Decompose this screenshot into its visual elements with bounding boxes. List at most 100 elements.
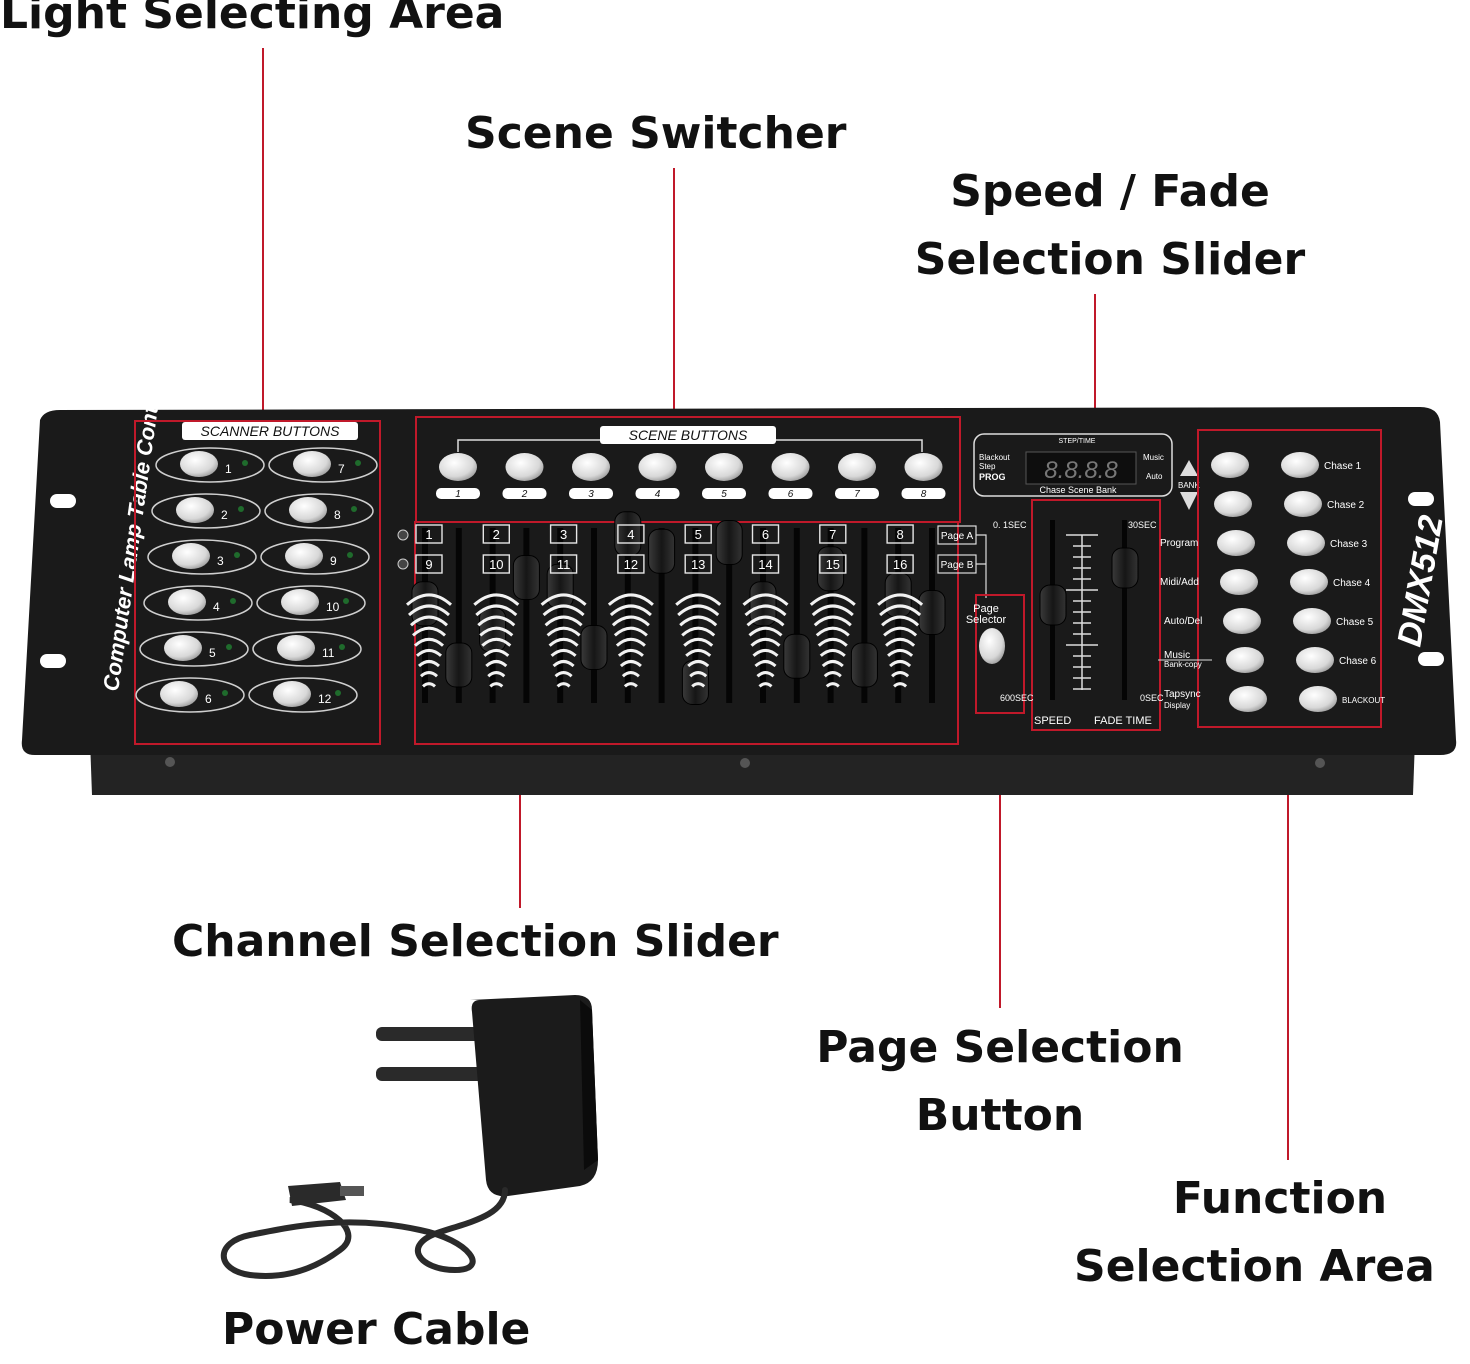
channel-fader-knob-10[interactable] bbox=[715, 520, 743, 565]
adapter-body bbox=[470, 995, 598, 1197]
fader-scale-arc bbox=[546, 626, 581, 637]
page-selector-section: Page Selector bbox=[966, 594, 1025, 714]
function-left-button[interactable] bbox=[1223, 608, 1261, 634]
mount-slot-left-top bbox=[50, 494, 76, 508]
fade-fader-knob[interactable] bbox=[1111, 547, 1139, 589]
scanner-button-6[interactable] bbox=[160, 681, 198, 707]
function-right-button[interactable] bbox=[1299, 686, 1337, 712]
display-left-3: PROG bbox=[979, 472, 1006, 482]
fader-scale-arc bbox=[413, 637, 445, 647]
scene-button-6[interactable] bbox=[771, 453, 810, 481]
fader-scale-arc bbox=[746, 615, 785, 627]
page-selector-button[interactable] bbox=[979, 628, 1005, 664]
channel-fader-knob-6[interactable] bbox=[580, 625, 608, 670]
fader-scale-arc bbox=[881, 615, 920, 627]
channel-number: 6 bbox=[762, 527, 769, 542]
bank-up-icon[interactable] bbox=[1180, 460, 1198, 476]
channel-fader-knob-8[interactable] bbox=[648, 528, 676, 574]
scene-button-8[interactable] bbox=[904, 453, 943, 481]
scanner-button-8[interactable] bbox=[289, 497, 327, 523]
label-speed-fade-line1: Speed / Fade bbox=[950, 166, 1270, 217]
channel-fader-knob-16[interactable] bbox=[918, 590, 946, 635]
scanner-button-9[interactable] bbox=[285, 543, 323, 569]
scanner-button-12[interactable] bbox=[273, 681, 311, 707]
scene-button-1[interactable] bbox=[439, 453, 477, 481]
channel-fader-knob-1[interactable] bbox=[411, 581, 439, 627]
fader-scale-arc bbox=[681, 626, 716, 637]
fader-scale-arc bbox=[887, 648, 914, 657]
function-left-labels: ProgramMidi/AddAuto/DelMusicBank-copyTap… bbox=[1158, 538, 1212, 710]
scene-button-number: 4 bbox=[655, 489, 661, 500]
scene-button-5[interactable] bbox=[705, 453, 743, 481]
page-selector-highlight bbox=[975, 594, 1025, 714]
scene-number-plate bbox=[835, 488, 879, 499]
channel-fader-knob-11[interactable] bbox=[749, 581, 777, 627]
function-left-button[interactable] bbox=[1220, 569, 1258, 595]
adapter-prong-top bbox=[376, 1027, 494, 1041]
scanner-button-10[interactable] bbox=[281, 589, 319, 615]
scanner-button-number: 2 bbox=[221, 508, 228, 522]
scene-button-3[interactable] bbox=[572, 453, 610, 481]
scanner-button-ring bbox=[143, 585, 253, 621]
function-right-button[interactable] bbox=[1293, 608, 1331, 634]
screw-middle bbox=[740, 758, 750, 768]
display-digits: 8.8.8.8 bbox=[1044, 457, 1118, 484]
fader-scale-arc bbox=[742, 593, 789, 606]
scanner-button-ring bbox=[135, 677, 245, 713]
fader-scale-arc bbox=[415, 648, 443, 657]
speed-fader-knob[interactable] bbox=[1039, 584, 1067, 626]
display-frame bbox=[973, 433, 1173, 497]
fader-scale-arc bbox=[813, 615, 852, 627]
channel-fader-knob-13[interactable] bbox=[817, 546, 845, 592]
scanner-button-1[interactable] bbox=[180, 451, 218, 477]
function-left-button[interactable] bbox=[1226, 647, 1264, 673]
function-left-button[interactable] bbox=[1214, 491, 1252, 517]
scene-number-plate bbox=[635, 488, 680, 499]
scanner-button-4[interactable] bbox=[168, 589, 206, 615]
channel-number-box bbox=[415, 524, 443, 544]
function-left-button[interactable] bbox=[1229, 686, 1267, 712]
fader-scale-arc bbox=[825, 682, 840, 688]
scene-button-7[interactable] bbox=[838, 453, 876, 481]
power-adapter bbox=[220, 995, 598, 1279]
scanner-led bbox=[355, 460, 361, 466]
channel-fader-knob-12[interactable] bbox=[783, 633, 811, 679]
function-left-button[interactable] bbox=[1217, 530, 1255, 556]
function-right-button[interactable] bbox=[1284, 491, 1322, 517]
channel-number: 10 bbox=[489, 557, 503, 572]
function-right-button[interactable] bbox=[1287, 530, 1325, 556]
scene-button-number: 3 bbox=[588, 489, 594, 500]
function-right-button[interactable] bbox=[1281, 452, 1319, 478]
fader-scale-arc bbox=[752, 648, 779, 657]
scanner-button-2[interactable] bbox=[176, 497, 214, 523]
scanner-button-number: 5 bbox=[209, 646, 216, 660]
scanner-button-5[interactable] bbox=[164, 635, 202, 661]
scene-button-number: 2 bbox=[521, 489, 528, 500]
page-selector-label-2: Selector bbox=[966, 614, 1007, 626]
channel-number-box bbox=[549, 524, 578, 544]
fader-scale-arc bbox=[477, 615, 516, 627]
fader-scale-arc bbox=[683, 637, 714, 647]
channel-fader-knob-4[interactable] bbox=[512, 555, 540, 600]
scene-button-number: 7 bbox=[854, 489, 860, 500]
function-right-button[interactable] bbox=[1296, 647, 1334, 673]
bank-down-icon[interactable] bbox=[1180, 492, 1198, 510]
channel-fader-knob-9[interactable] bbox=[681, 660, 709, 705]
scene-button-2[interactable] bbox=[505, 453, 544, 481]
channel-fader-knob-14[interactable] bbox=[850, 642, 878, 688]
channel-fader-knob-7[interactable] bbox=[614, 511, 642, 557]
channel-number-box bbox=[819, 554, 847, 574]
scene-button-4[interactable] bbox=[638, 453, 677, 481]
scanner-button-11[interactable] bbox=[277, 635, 315, 661]
scanner-led bbox=[347, 552, 353, 558]
fader-scale-arc bbox=[687, 660, 710, 668]
function-left-button[interactable] bbox=[1211, 452, 1249, 478]
fader-scale-arc bbox=[744, 604, 787, 617]
channel-fader-knob-2[interactable] bbox=[445, 642, 473, 688]
scanner-button-ring bbox=[151, 493, 261, 529]
scanner-button-3[interactable] bbox=[172, 543, 210, 569]
function-right-button[interactable] bbox=[1290, 569, 1328, 595]
scanner-button-7[interactable] bbox=[293, 451, 331, 477]
fade-top-label: 30SEC bbox=[1128, 520, 1157, 530]
page-selector-label-1: Page bbox=[973, 603, 999, 615]
